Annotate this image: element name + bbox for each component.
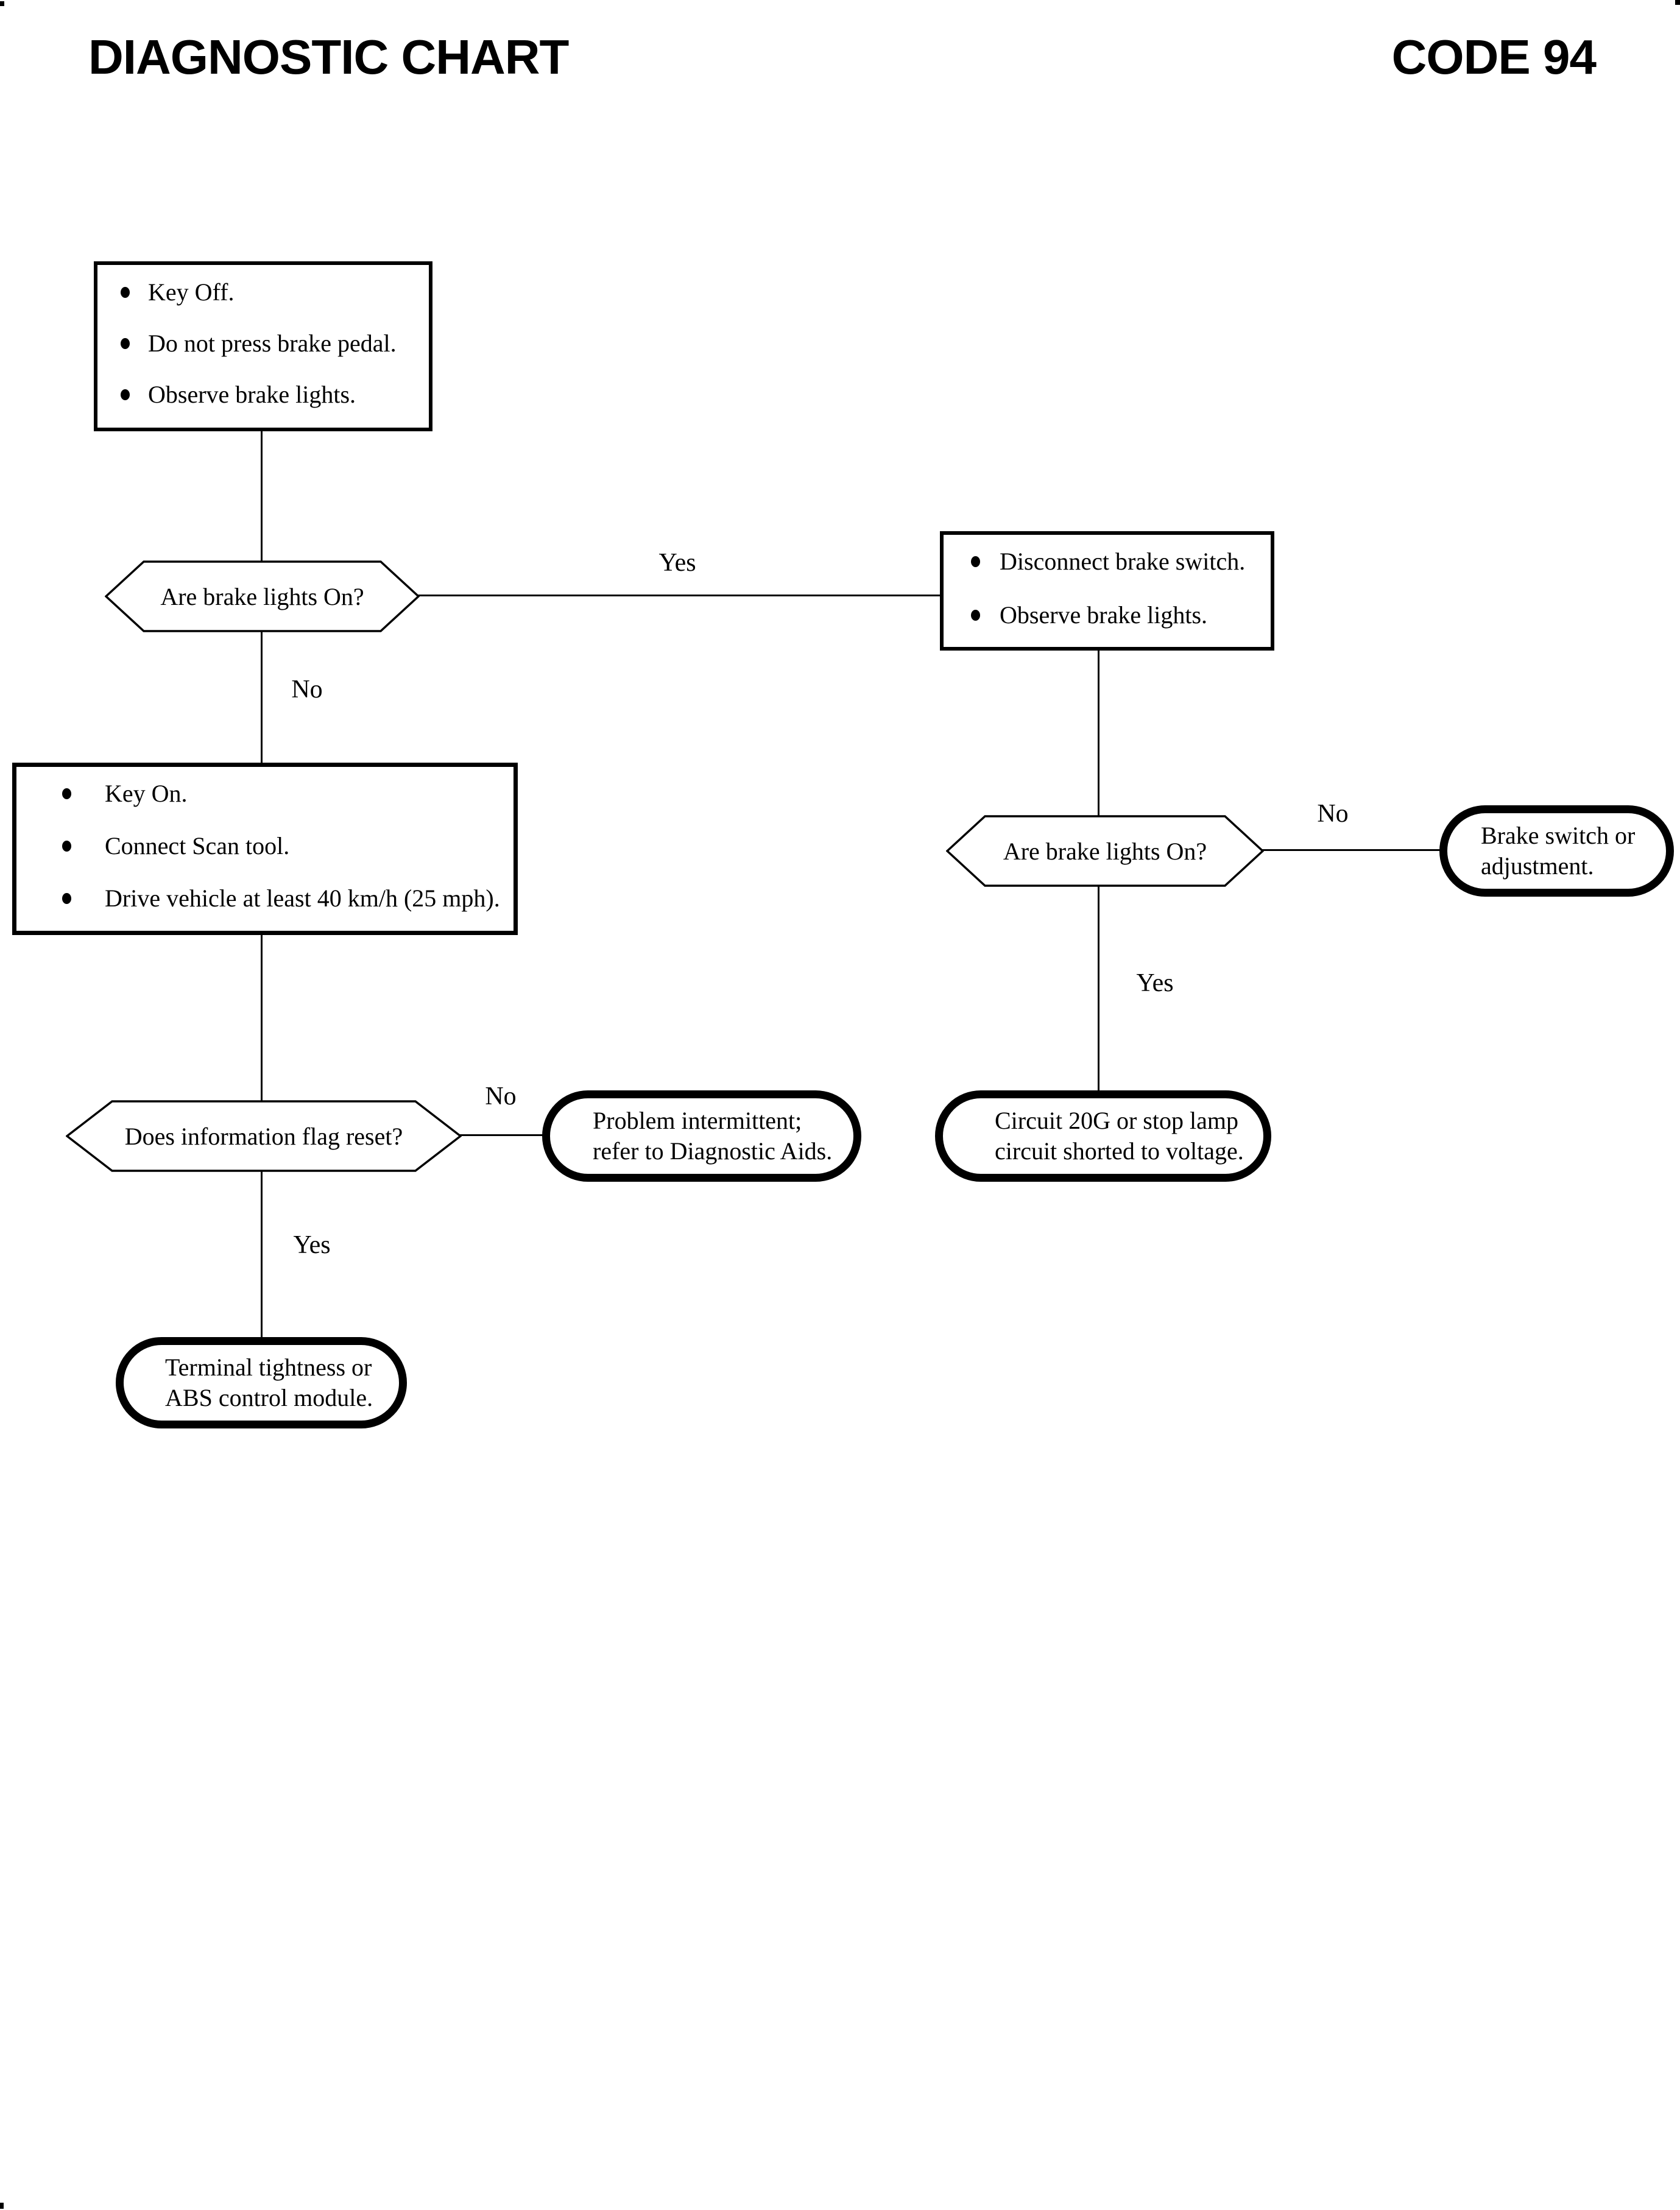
process-box-key-on: Key On. Connect Scan tool. Drive vehicle… bbox=[12, 763, 518, 935]
step-row: Connect Scan tool. bbox=[62, 830, 514, 862]
terminal-tightness-abs-module: Terminal tightness or ABS control module… bbox=[116, 1337, 407, 1428]
decision-label: Are brake lights On? bbox=[160, 582, 364, 610]
decision-are-brake-lights-on-1: Are brake lights On? bbox=[105, 560, 420, 632]
step-row: Key On. bbox=[62, 778, 514, 810]
terminal-circuit-20g: Circuit 20G or stop lamp circuit shorted… bbox=[935, 1090, 1271, 1182]
step-text: Key Off. bbox=[148, 278, 235, 306]
decision-information-flag-reset: Does information flag reset? bbox=[66, 1100, 462, 1172]
connector-keyon-to-decision3 bbox=[261, 934, 263, 1101]
step-row: Observe brake lights. bbox=[121, 380, 429, 410]
edge-label-no: No bbox=[291, 676, 323, 704]
step-text: Disconnect brake switch. bbox=[1000, 548, 1246, 575]
connector-decision3-yes bbox=[261, 1171, 263, 1338]
terminal-text-line: refer to Diagnostic Aids. bbox=[593, 1137, 833, 1165]
connector-decision1-yes bbox=[417, 595, 941, 596]
hexagon-shape bbox=[946, 815, 1264, 887]
terminal-text-line: Brake switch or bbox=[1481, 822, 1636, 849]
hexagon-shape bbox=[105, 560, 420, 632]
bullet-icon bbox=[121, 338, 130, 349]
step-text: Key On. bbox=[105, 780, 188, 807]
decision-label: Does information flag reset? bbox=[124, 1122, 403, 1150]
page-title: DIAGNOSTIC CHART bbox=[88, 30, 569, 84]
terminal-text-line: circuit shorted to voltage. bbox=[995, 1137, 1244, 1165]
process-box-key-off: Key Off. Do not press brake pedal. Obser… bbox=[94, 261, 432, 431]
step-row: Do not press brake pedal. bbox=[121, 328, 429, 359]
bullet-icon bbox=[971, 556, 980, 567]
edge-label-no: No bbox=[1317, 800, 1349, 828]
scan-mark-top-left bbox=[0, 1, 4, 6]
bullet-icon bbox=[121, 287, 130, 298]
bullet-icon bbox=[62, 893, 71, 904]
terminal-text-line: Circuit 20G or stop lamp bbox=[995, 1107, 1238, 1134]
terminal-text-line: Terminal tightness or bbox=[165, 1354, 372, 1381]
bullet-icon bbox=[971, 610, 980, 621]
step-text: Observe brake lights. bbox=[1000, 601, 1208, 629]
step-text: Connect Scan tool. bbox=[105, 832, 290, 860]
step-row: Observe brake lights. bbox=[971, 600, 1271, 630]
edge-label-yes: Yes bbox=[1136, 969, 1174, 997]
terminal-text-line: ABS control module. bbox=[165, 1384, 373, 1411]
bullet-icon bbox=[121, 389, 130, 400]
connector-disconnect-to-decision2 bbox=[1098, 649, 1099, 816]
terminal-text-line: adjustment. bbox=[1481, 852, 1594, 880]
connector-start-to-decision1 bbox=[261, 430, 263, 562]
edge-label-yes: Yes bbox=[293, 1231, 331, 1259]
decision-are-brake-lights-on-2: Are brake lights On? bbox=[946, 815, 1264, 887]
terminal-brake-switch-adjustment: Brake switch or adjustment. bbox=[1439, 805, 1674, 897]
edge-label-no: No bbox=[485, 1082, 517, 1110]
bullet-icon bbox=[62, 788, 71, 799]
bullet-icon bbox=[62, 841, 71, 852]
terminal-text-line: Problem intermittent; bbox=[593, 1107, 802, 1134]
connector-decision2-no bbox=[1262, 849, 1442, 851]
hexagon-shape bbox=[66, 1100, 462, 1172]
connector-decision1-no bbox=[261, 631, 263, 764]
connector-decision2-yes bbox=[1098, 886, 1099, 1092]
edge-label-yes: Yes bbox=[658, 549, 696, 577]
scan-mark-top-right bbox=[1675, 0, 1680, 5]
decision-label: Are brake lights On? bbox=[1003, 837, 1207, 865]
code-number: CODE 94 bbox=[1391, 30, 1597, 84]
step-text: Do not press brake pedal. bbox=[148, 330, 397, 357]
connector-decision3-no bbox=[459, 1134, 545, 1136]
step-row: Disconnect brake switch. bbox=[971, 546, 1271, 577]
step-text: Observe brake lights. bbox=[148, 381, 356, 408]
step-row: Drive vehicle at least 40 km/h (25 mph). bbox=[62, 883, 514, 914]
scan-mark-bottom-left bbox=[0, 2203, 4, 2209]
terminal-problem-intermittent: Problem intermittent; refer to Diagnosti… bbox=[542, 1090, 861, 1182]
process-box-disconnect-brake-switch: Disconnect brake switch. Observe brake l… bbox=[940, 531, 1274, 651]
step-text: Drive vehicle at least 40 km/h (25 mph). bbox=[105, 884, 500, 912]
step-row: Key Off. bbox=[121, 277, 429, 308]
